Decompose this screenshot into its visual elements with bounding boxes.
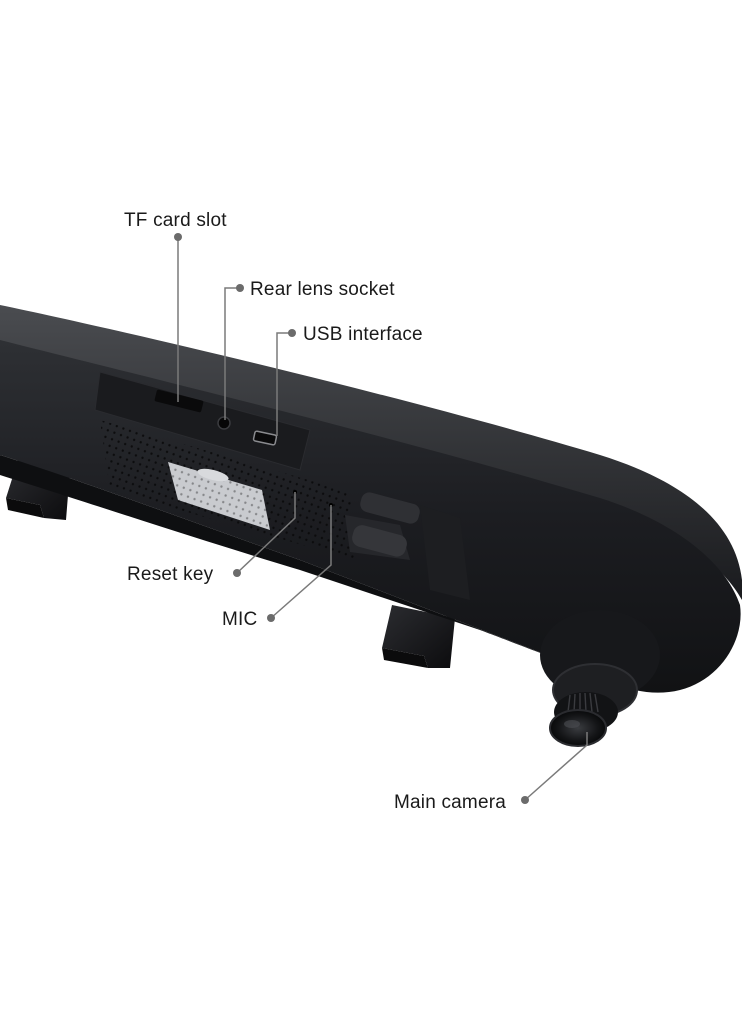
callout-dots	[174, 233, 529, 804]
leader-lines	[177, 237, 588, 801]
tf-card-slot-dot	[174, 233, 182, 241]
main-camera-label: Main camera	[394, 792, 507, 813]
reset-key-label: Reset key	[127, 564, 214, 585]
mic-dot	[267, 614, 275, 622]
tf-card-slot-label: TF card slot	[124, 210, 227, 231]
tf-card-slot	[154, 389, 204, 413]
rear-lens-socket	[217, 416, 231, 430]
main-camera	[540, 610, 660, 747]
spec-sticker	[168, 462, 270, 530]
port-panel	[94, 371, 311, 471]
usb-port	[252, 430, 278, 446]
usb-interface-dot	[288, 329, 296, 337]
hinge	[345, 492, 470, 600]
rear-lens-socket-label: Rear lens socket	[250, 279, 395, 300]
mic-label: MIC	[222, 609, 258, 630]
main-camera-dot	[521, 796, 529, 804]
mount-bracket-right	[382, 605, 455, 668]
usb-interface-label: USB interface	[303, 324, 423, 345]
rear-lens-socket-dot	[236, 284, 244, 292]
reset-key-dot	[233, 569, 241, 577]
